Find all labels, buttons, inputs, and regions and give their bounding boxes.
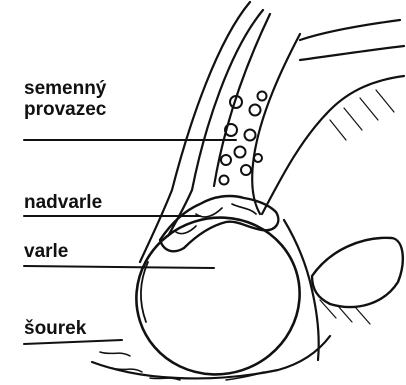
epididymis-label: nadvarle [24,192,102,213]
penis-outline [300,20,404,60]
penis-shaft [262,76,404,214]
leader-testis [24,266,214,268]
scrotum-wall [92,336,330,378]
spermatic-cord-label: semenný provazec [24,78,106,120]
spermatic-cord-label-line2: provazec [24,99,106,120]
glans-outline [312,238,403,307]
testis-label: varle [24,241,68,262]
skin-shading [320,90,394,324]
cord-sheath-inner-left [168,10,263,236]
cord-vessels [220,92,267,185]
leader-scrotum [24,340,122,344]
spermatic-cord-label-line1: semenný [24,78,106,99]
scrotum-label: šourek [24,318,86,339]
epididymis-outline [160,196,278,251]
